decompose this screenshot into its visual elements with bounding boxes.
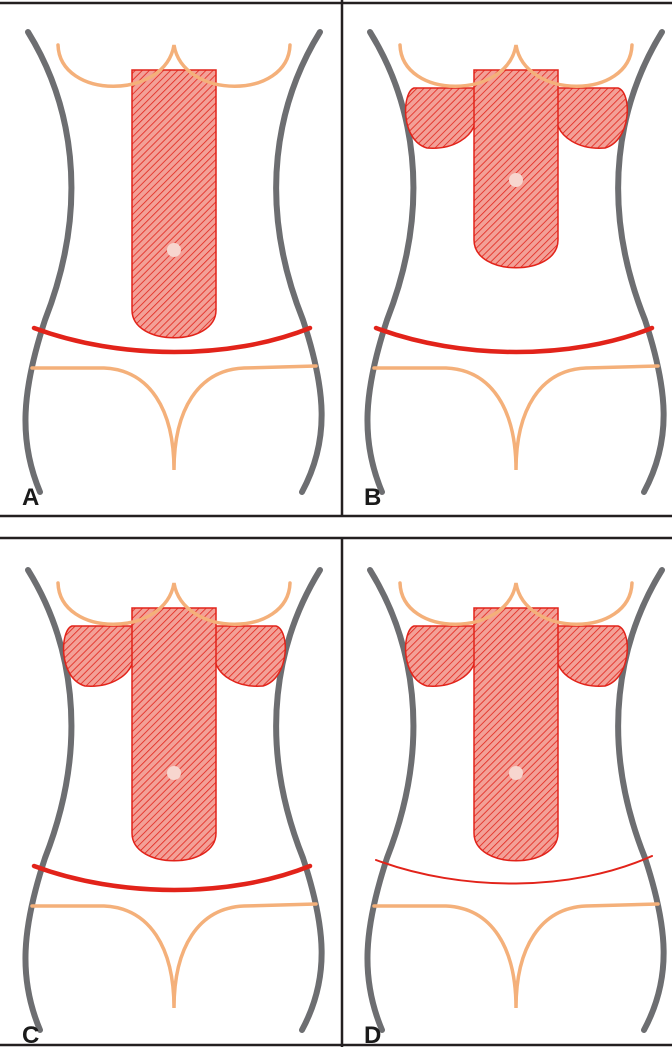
groin-line: [374, 904, 658, 1008]
navel: [509, 173, 523, 187]
panel-b: B: [364, 32, 664, 511]
abdominal-flap: [474, 608, 558, 861]
abdominal-flap: [132, 608, 216, 861]
panel-label: C: [22, 1022, 39, 1047]
panel-label: D: [364, 1022, 381, 1047]
incision-line: [376, 328, 652, 352]
panel-a: A: [22, 32, 322, 511]
panel-label: B: [364, 484, 381, 511]
breast-pocket-right: [556, 88, 627, 148]
breast-pocket-left: [406, 88, 476, 148]
panel-d: D: [364, 570, 664, 1047]
navel: [509, 766, 523, 780]
body-outline-left: [25, 32, 71, 492]
abdominal-flap: [474, 70, 558, 268]
navel: [167, 766, 181, 780]
groin-line: [374, 366, 658, 470]
navel: [167, 243, 181, 257]
groin-line: [32, 366, 316, 470]
breast-pocket-right: [556, 626, 627, 686]
panel-c: C: [22, 570, 322, 1047]
breast-pocket-right: [214, 626, 285, 686]
breast-pocket-left: [406, 626, 476, 686]
breast-pocket-left: [64, 626, 134, 686]
incision-line: [34, 866, 310, 890]
abdominal-flap: [132, 70, 216, 338]
body-outline-right: [276, 32, 321, 492]
panel-label: A: [22, 484, 39, 511]
groin-line: [32, 904, 316, 1008]
